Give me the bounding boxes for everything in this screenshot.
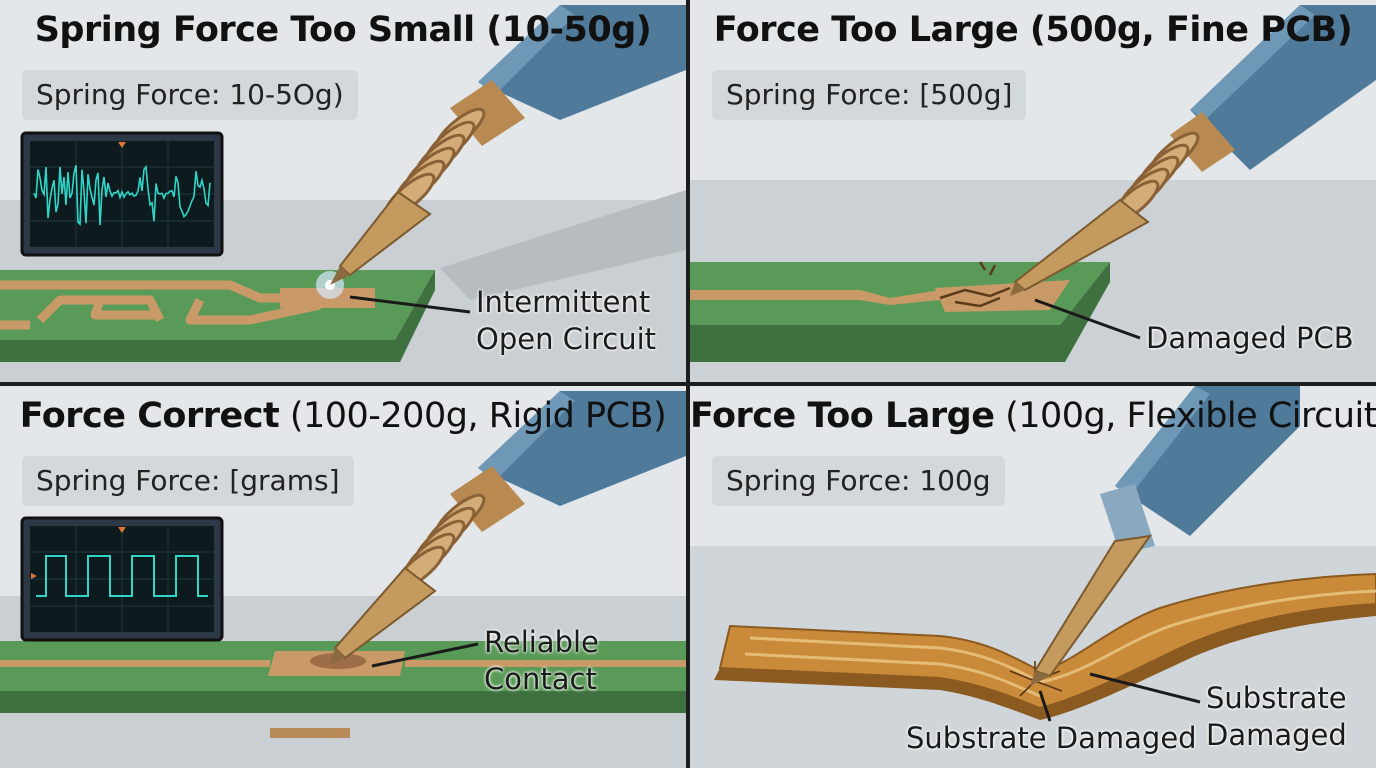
panel-title-bold: Force Too Large bbox=[690, 396, 994, 436]
copper-trace bbox=[0, 660, 270, 667]
panel-title-rest: (100-200g, Rigid PCB) bbox=[279, 396, 666, 436]
callout-line-1: Substrate bbox=[1206, 680, 1347, 717]
panel-title: Force Too Large (100g, Flexible Circuit) bbox=[690, 396, 1376, 436]
spring-force-label: Spring Force: 100g bbox=[712, 456, 1005, 506]
callout-line-2: Damaged bbox=[1206, 717, 1347, 754]
callout-line-1: Damaged PCB bbox=[1146, 320, 1354, 357]
panel-title-bold: Force Too Large (500g, Fine PCB) bbox=[714, 10, 1352, 50]
callout-reliable-contact: Reliable Contact bbox=[484, 624, 599, 698]
panel-title-bold: Force Correct bbox=[20, 396, 279, 436]
panel-title: Force Correct (100-200g, Rigid PCB) bbox=[0, 396, 686, 436]
panel-force-too-small: Spring Force Too Small (10-50g) Spring F… bbox=[0, 0, 686, 382]
oscilloscope-display bbox=[22, 133, 222, 255]
panel-force-too-large-flex: Force Too Large (100g, Flexible Circuit)… bbox=[690, 386, 1376, 768]
callout-line-1: Reliable bbox=[484, 624, 599, 661]
panel-title-bold: Spring Force Too Small (10-50g) bbox=[35, 10, 652, 50]
callout-substrate-damaged-left: Substrate Damaged bbox=[906, 720, 1197, 757]
oscilloscope-display bbox=[22, 518, 222, 640]
callout-line-1: Intermittent bbox=[476, 284, 656, 321]
panel-title-rest: (100g, Flexible Circuit) bbox=[994, 396, 1376, 436]
panel-illustration bbox=[0, 386, 686, 768]
spring-force-label: Spring Force: [500g] bbox=[712, 70, 1026, 120]
panel-title: Spring Force Too Small (10-50g) bbox=[0, 10, 686, 50]
panel-force-too-large-fine-pcb: Force Too Large (500g, Fine PCB) Spring … bbox=[690, 0, 1376, 382]
callout-substrate-damaged-right: Substrate Damaged bbox=[1206, 680, 1347, 754]
callout-intermittent-open-circuit: Intermittent Open Circuit bbox=[476, 284, 656, 358]
callout-line-1: Substrate Damaged bbox=[906, 720, 1197, 757]
callout-line-2: Contact bbox=[484, 661, 599, 698]
callout-line-2: Open Circuit bbox=[476, 321, 656, 358]
spring-force-label: Spring Force: 10-5Og) bbox=[22, 70, 358, 120]
panel-force-correct: Force Correct (100-200g, Rigid PCB) Spri… bbox=[0, 386, 686, 768]
callout-damaged-pcb: Damaged PCB bbox=[1146, 320, 1354, 357]
panel-title: Force Too Large (500g, Fine PCB) bbox=[690, 10, 1376, 50]
spring-force-label: Spring Force: [grams] bbox=[22, 456, 354, 506]
